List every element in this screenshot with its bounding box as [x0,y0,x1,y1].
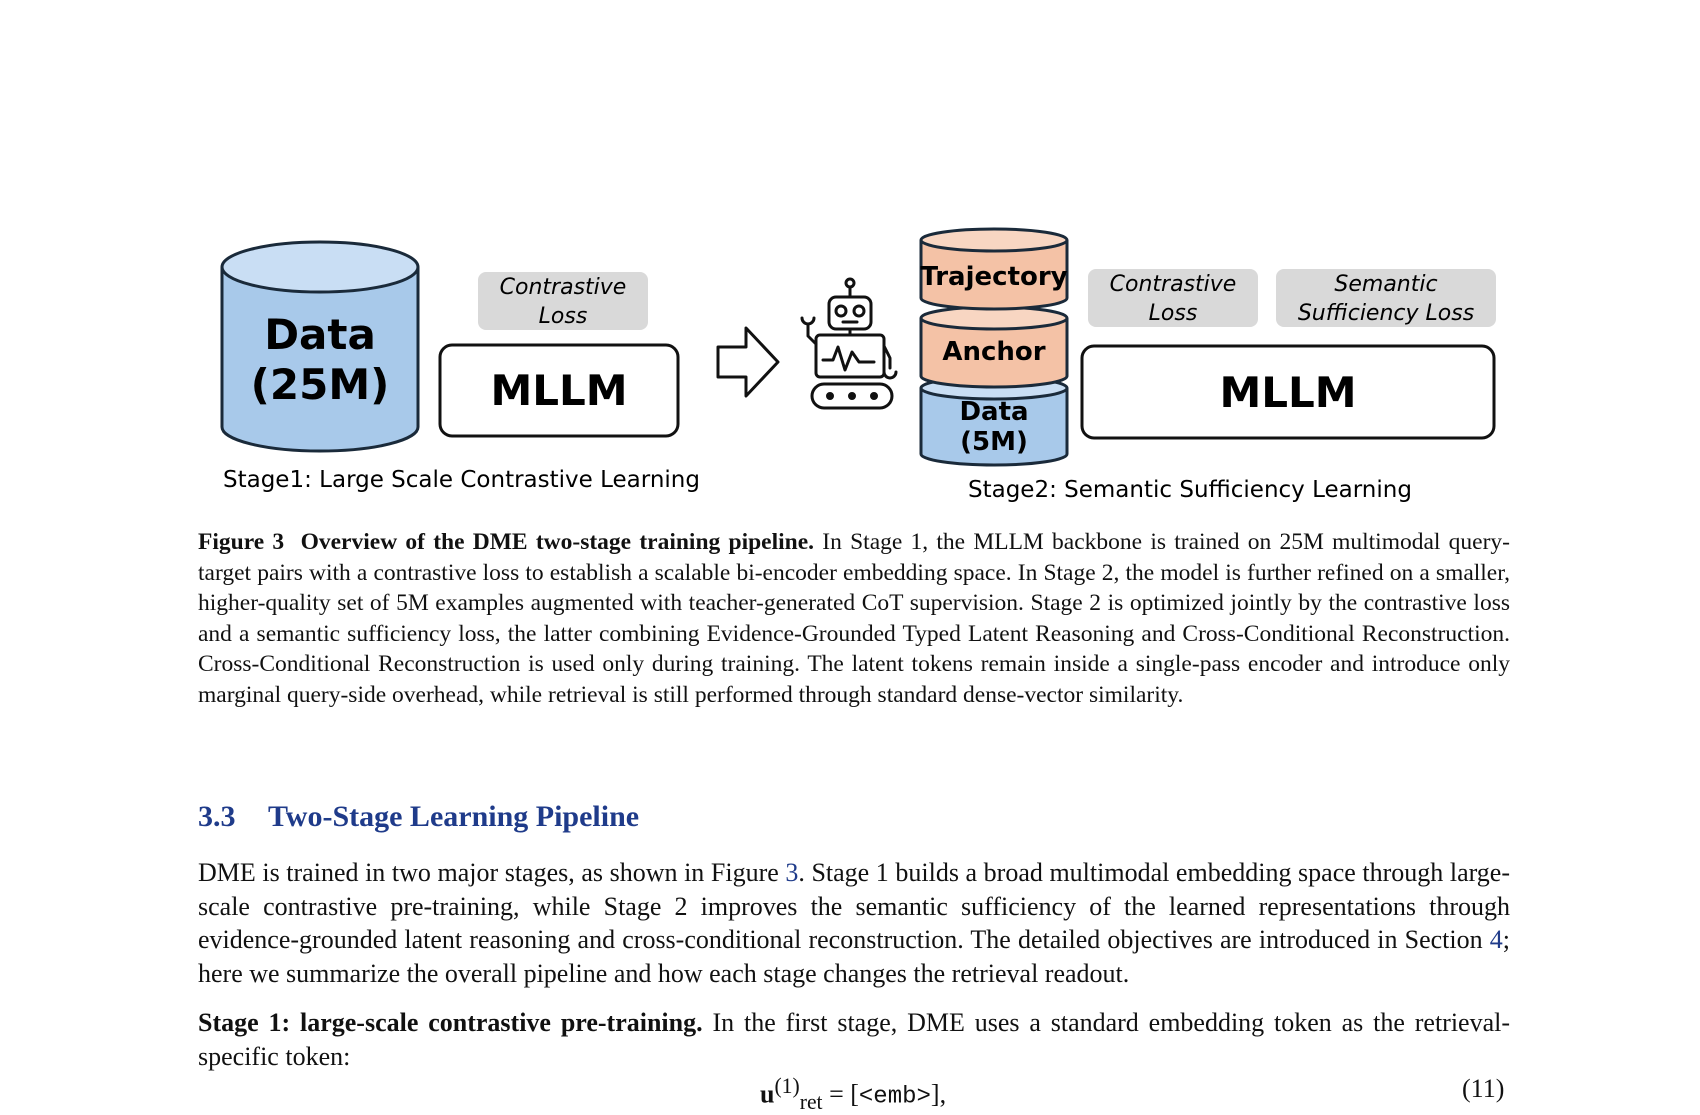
stage2-loss1-line2: Loss [1149,301,1198,326]
paragraph2-body: In the first stage, DME uses a standard … [198,1008,1511,1071]
stage1-loss-line2: Loss [539,304,588,329]
paragraph2-lead: Stage 1: large-scale contrastive pre-tra… [198,1008,703,1037]
stage2-loss1-line1: Contrastive [1110,272,1237,297]
equation-equals: = [ [822,1079,859,1109]
section-heading: 3.3 Two-Stage Learning Pipeline [198,800,639,834]
stage2-caption: Stage2: Semantic Sufficiency Learning [968,477,1412,503]
arrow-right-icon [716,326,780,398]
stage2-data-label: Data [959,397,1028,427]
body-paragraph-1: DME is trained in two major stages, as s… [198,856,1510,990]
stage2-data-cylinder: Data (5M) [919,375,1069,467]
stage1-loss-line1: Contrastive [500,275,627,300]
stage2-mllm-box: MLLM [1080,344,1496,440]
equation-11: u(1)ret = [<emb>], [760,1074,946,1115]
stage2-model-label: MLLM [1219,368,1356,417]
stage1-data-size: (25M) [251,360,390,409]
paragraph1-text-b: . Stage 1 builds a broad multimodal embe… [198,858,1510,954]
stage2-contrastive-loss-tag: Contrastive Loss [1088,269,1258,327]
equation-subscript: ret [799,1089,823,1114]
body-paragraph-2: Stage 1: large-scale contrastive pre-tra… [198,1006,1510,1073]
stage2-data-size: (5M) [960,427,1028,457]
figure-title: Overview of the DME two-stage training p… [300,529,815,555]
equation-number: (11) [1462,1074,1505,1103]
stage2-loss2-line1: Semantic [1334,272,1437,297]
equation-variable: u [760,1079,775,1109]
stage2-anchor-cylinder: Anchor [919,305,1069,389]
stage2-loss2-line2: Sufficiency Loss [1298,301,1474,326]
section-title: Two-Stage Learning Pipeline [268,800,640,833]
stage2-trajectory-label: Trajectory [920,262,1067,292]
figure-caption-body: In Stage 1, the MLLM backbone is trained… [198,529,1510,708]
equation-close: ], [930,1079,947,1109]
figure-caption: Figure 3 Overview of the DME two-stage t… [198,527,1510,710]
equation-superscript: (1) [774,1074,800,1098]
figure-ref-link[interactable]: 3 [785,858,799,887]
pipeline-figure: Data (25M) Contrastive Loss MLLM Stage1:… [220,227,1496,503]
section-ref-link[interactable]: 4 [1489,925,1503,954]
section-number: 3.3 [198,800,236,833]
stage2-semantic-sufficiency-loss-tag: Semantic Sufficiency Loss [1276,269,1496,327]
paragraph1-text-a: DME is trained in two major stages, as s… [198,858,786,887]
stage1-contrastive-loss-tag: Contrastive Loss [478,272,648,330]
stage1-mllm-box: MLLM [438,343,680,438]
paragraph1-text-c: ; here we summarize the overall pipeline… [198,925,1510,988]
stage2-trajectory-cylinder: Trajectory [919,227,1069,311]
stage1-caption: Stage1: Large Scale Contrastive Learning [223,467,700,493]
equation-token: <emb> [858,1083,931,1111]
stage1-data-cylinder: Data (25M) [220,240,420,453]
robot-icon [800,277,898,410]
figure-label: Figure 3 [198,529,285,555]
stage1-data-label: Data [264,310,376,359]
stage2-anchor-label: Anchor [942,337,1045,367]
stage1-model-label: MLLM [490,366,627,415]
